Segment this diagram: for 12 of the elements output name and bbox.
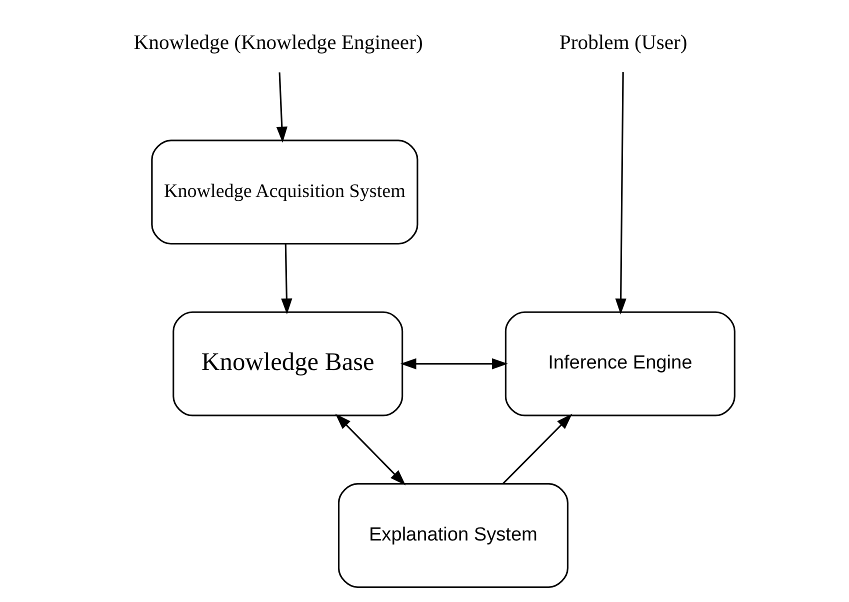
arrow (280, 244, 292, 314)
node-box: Knowledge Base (172, 311, 403, 416)
arrow (334, 414, 406, 486)
arrow (276, 72, 287, 143)
node-box: Knowledge Acquisition System (150, 140, 418, 245)
node-text: Problem (User) (558, 32, 687, 54)
arrow (614, 72, 626, 314)
arrow (502, 414, 572, 484)
arrow (400, 358, 508, 370)
node-box: Inference Engine (504, 311, 735, 416)
node-text: Knowledge (Knowledge Engineer) (133, 32, 422, 54)
node-box: Explanation System (337, 483, 568, 588)
